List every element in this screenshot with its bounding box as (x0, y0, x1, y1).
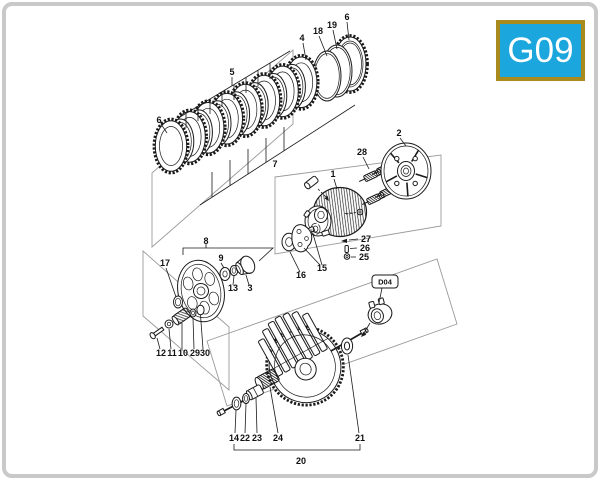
hub-screw (356, 208, 364, 216)
part-label-15: 15 (317, 263, 327, 273)
hub-front-flange (303, 205, 332, 237)
clutch-hub (303, 175, 368, 238)
part-label-27: 27 (361, 234, 371, 244)
leader-lines (156, 21, 407, 434)
part-label-10: 10 (178, 348, 188, 358)
ring-17 (173, 295, 183, 309)
part-label-8: 8 (203, 236, 208, 246)
part-label-12: 12 (156, 348, 166, 358)
outer-pressure-plate (380, 142, 432, 200)
part-label-6-ring-gear: 6 (344, 12, 349, 22)
clutch-basket-assembly (216, 311, 369, 417)
washer-30 (196, 304, 205, 316)
part-label-11: 11 (167, 348, 177, 358)
clutch-disc-stack (152, 34, 369, 175)
d04-cross-reference[interactable]: D04 (371, 274, 399, 289)
fastener-27-26-25 (341, 238, 351, 260)
pressure-plate-8 (177, 259, 225, 323)
part-label-1: 1 (330, 169, 335, 179)
part-label-13: 13 (228, 283, 238, 293)
hub-roller-pin (304, 175, 329, 201)
part-label-21: 21 (355, 433, 365, 443)
bearing-9 (219, 267, 231, 281)
part-label-30: 30 (200, 348, 210, 358)
part-label-14: 14 (229, 433, 239, 443)
part-label-29: 29 (190, 348, 200, 358)
measure-brackets (179, 50, 361, 451)
part-label-17: 17 (160, 258, 170, 268)
page-code-badge: G09 (496, 20, 585, 81)
part-label-9: 9 (218, 253, 223, 263)
inner-pressure-plate-assembly (149, 255, 256, 340)
d04-clamp-part (361, 297, 393, 337)
part-label-6-disc: 6 (156, 115, 161, 125)
nut-11 (164, 319, 174, 329)
part-label-2: 2 (396, 128, 401, 138)
part-label-5: 5 (229, 67, 234, 77)
bolt-12 (149, 326, 165, 340)
basket-assembly-panel (206, 258, 458, 407)
d04-cross-reference-text[interactable]: D04 (378, 278, 393, 287)
part-label-19: 19 (327, 20, 337, 30)
washer-29 (189, 308, 197, 318)
part-label-18: 18 (313, 26, 323, 36)
part-label-7: 7 (272, 159, 277, 169)
spring-washer-15 (310, 223, 321, 235)
washer-14 (231, 396, 242, 411)
gasket-15 (291, 224, 313, 253)
hub-gasket-and-washers (281, 223, 351, 260)
basket-gear (258, 311, 345, 407)
shaft-end (216, 407, 226, 417)
clutch-spring-screws (345, 154, 412, 215)
page-code-text: G09 (507, 30, 574, 70)
part-label-3: 3 (247, 283, 252, 293)
spring-10 (171, 307, 192, 326)
push-piece-3 (235, 255, 256, 276)
washer-22 (242, 393, 250, 404)
part-label-20: 20 (296, 456, 306, 466)
part-labels: 6 19 18 4 5 6 7 2 28 1 27 26 25 15 16 8 … (156, 12, 402, 466)
washer-21 (340, 337, 354, 355)
part-label-24: 24 (273, 433, 283, 443)
sleeve-23 (245, 384, 264, 401)
part-label-16: 16 (296, 270, 306, 280)
part-label-28: 28 (357, 147, 367, 157)
part-label-23: 23 (252, 433, 262, 443)
part-label-25: 25 (359, 252, 369, 262)
part-label-26: 26 (360, 243, 370, 253)
part-label-4: 4 (299, 33, 304, 43)
part-label-22: 22 (240, 433, 250, 443)
